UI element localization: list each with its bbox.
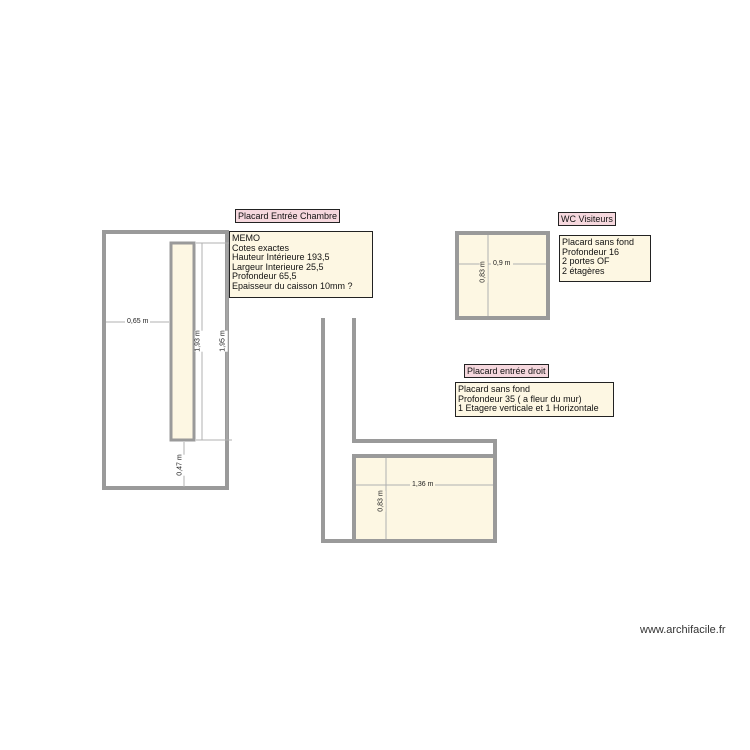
dim-droit-height: 0,83 m <box>377 490 386 512</box>
note-line: Placard sans fond <box>562 237 635 247</box>
closet-droit[interactable] <box>352 454 497 543</box>
note-line: Profondeur 65,5 <box>232 271 297 281</box>
memo-note[interactable]: MEMO Cotes exactes Hauteur Intérieure 19… <box>229 231 373 298</box>
label-wc-visiteurs[interactable]: WC Visiteurs <box>558 212 616 226</box>
wall-middle-left[interactable] <box>321 318 354 543</box>
note-line: Hauteur Intérieure 193,5 <box>232 252 330 262</box>
note-line: 2 portes OF <box>562 256 610 266</box>
note-line: Epaisseur du caisson 10mm ? <box>232 280 353 291</box>
dim-wc-width: 0,9 m <box>491 260 513 268</box>
droit-note[interactable]: Placard sans fond Profondeur 35 ( a fleu… <box>455 382 614 417</box>
note-line: Cotes exactes <box>232 242 290 253</box>
note-line: 1 Etagere verticale et 1 Horizontale <box>458 403 599 413</box>
note-line: Profondeur 35 ( a fleur du mur) <box>458 393 582 404</box>
wall-middle-right[interactable] <box>352 318 497 456</box>
label-placard-entree-chambre[interactable]: Placard Entrée Chambre <box>235 209 341 223</box>
watermark: www.archifacile.fr <box>640 624 726 636</box>
label-placard-entree-droit[interactable]: Placard entrée droit <box>464 364 549 378</box>
dim-wc-height: 0,83 m <box>479 261 488 283</box>
dim-left-outer-height: 1,95 m <box>219 330 228 352</box>
note-line: Profondeur 16 <box>562 246 620 257</box>
note-line: MEMO <box>232 233 260 243</box>
closet-chambre[interactable] <box>169 241 196 442</box>
dim-left-bottom: 0,47 m <box>176 454 185 476</box>
note-line: Largeur Interieure 25,5 <box>232 261 324 272</box>
wc-note[interactable]: Placard sans fond Profondeur 16 2 portes… <box>559 235 651 282</box>
dim-droit-width: 1,36 m <box>410 481 436 489</box>
dim-left-inner-height: 1,93 m <box>194 330 203 352</box>
note-line: 2 étagères <box>562 265 605 276</box>
dim-left-width: 0,65 m <box>125 318 151 326</box>
closet-wc[interactable] <box>455 231 550 320</box>
note-line: Placard sans fond <box>458 384 531 394</box>
room-left-walls[interactable] <box>102 230 229 490</box>
